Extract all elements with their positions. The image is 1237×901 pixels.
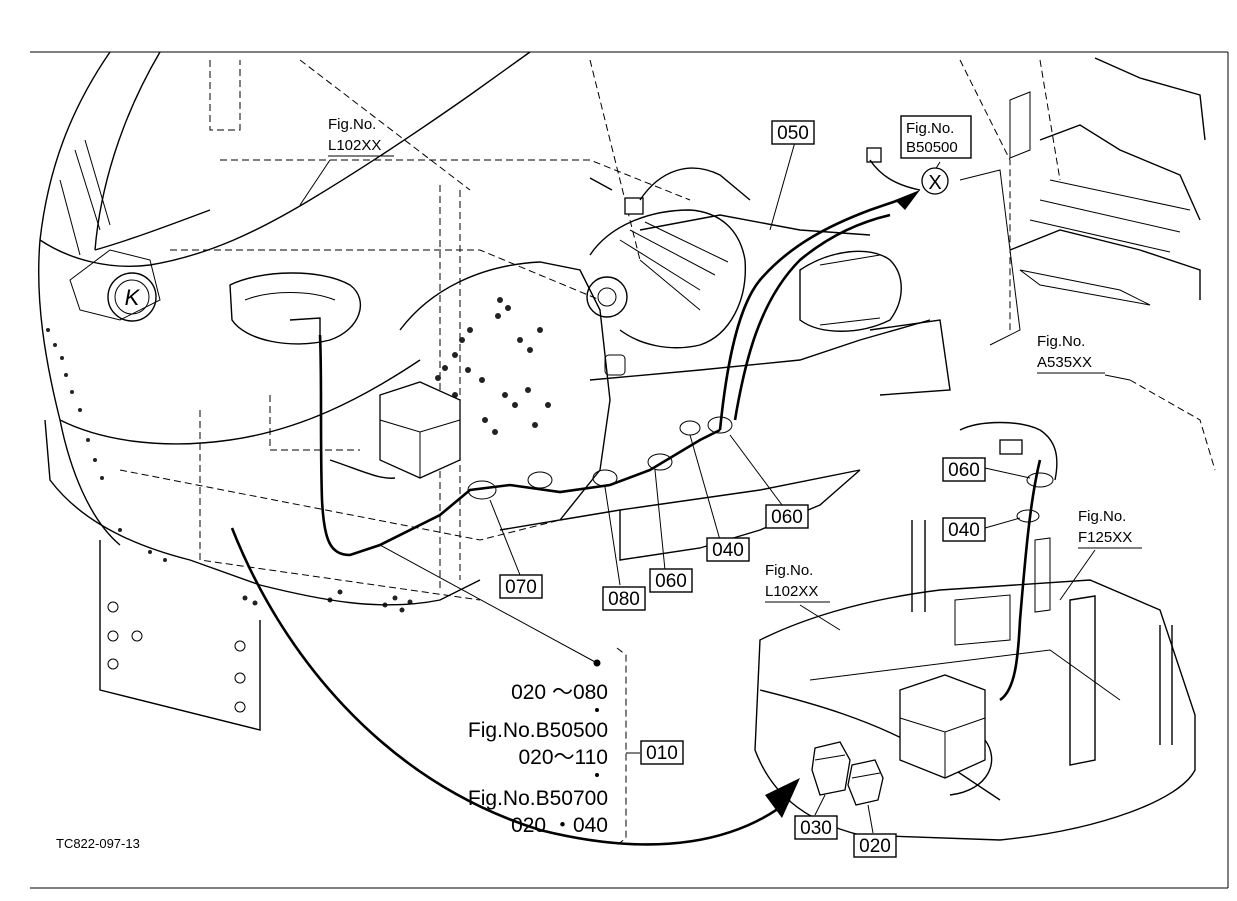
brand-logo [107,272,157,322]
svg-text:040: 040 [712,540,744,561]
svg-text:L102XX: L102XX [765,583,818,600]
svg-text:020 ～080: 020 ～080 [511,681,608,704]
callout-040-mid[interactable]: 040 [706,537,750,562]
engine-illustration [399,147,1021,561]
kit-note: 020 ～080 Fig.No.B50500 020～110 Fig.No.B5… [468,647,640,846]
svg-text:Fig.No.B50700: Fig.No.B50700 [468,787,608,810]
diagram-id: TC822-097-13 [56,836,140,851]
svg-text:020 ・040: 020 ・040 [511,814,608,837]
callout-020[interactable]: 020 [853,833,897,858]
svg-text:F125XX: F125XX [1078,529,1132,546]
svg-text:030: 030 [800,818,832,839]
wiring-harness [289,159,921,557]
callout-060-mid[interactable]: 060 [649,568,693,593]
svg-text:020～110: 020～110 [518,746,608,769]
svg-text:A535XX: A535XX [1037,354,1092,371]
svg-text:020: 020 [859,836,891,857]
detail-arrow-head [765,778,800,818]
callout-040-inset[interactable]: 040 [942,517,986,542]
callout-060-inset[interactable]: 060 [942,457,986,482]
leader-lines [299,141,1131,834]
svg-text:Fig.No.: Fig.No. [906,120,954,137]
fig-ref-b50500: Fig.No. B50500 [900,115,972,159]
callout-070[interactable]: 070 [499,574,543,599]
inset-detail [754,421,1196,841]
svg-text:070: 070 [505,577,537,598]
fig-ref-f125: Fig.No. F125XX [1078,508,1142,549]
fig-ref-a535: Fig.No. A535XX [1037,333,1105,374]
cab-illustration [959,57,1216,471]
callout-080[interactable]: 080 [602,586,646,611]
svg-text:060: 060 [771,507,803,528]
fig-ref-l102-bottom: Fig.No. L102XX [765,562,830,603]
svg-text:X: X [928,172,941,194]
callout-050[interactable]: 050 [771,120,815,145]
harness-direction-arrow [895,190,920,210]
svg-text:Fig.No.: Fig.No. [328,116,376,133]
svg-text:B50500: B50500 [906,139,958,156]
detail-arrow [230,527,791,846]
svg-text:Fig.No.: Fig.No. [765,562,813,579]
callout-030[interactable]: 030 [794,815,838,840]
svg-text:L102XX: L102XX [328,137,381,154]
tractor-hood-illustration: K [38,51,691,731]
svg-text:050: 050 [777,123,809,144]
fig-ref-l102-top: Fig.No. L102XX [328,116,394,157]
svg-text:080: 080 [608,589,640,610]
marker-x: X [921,167,949,195]
svg-text:060: 060 [655,571,687,592]
logo-letter: K [125,285,141,310]
svg-text:010: 010 [646,743,678,764]
alternator-pulley [586,276,628,318]
callout-060-right[interactable]: 060 [765,504,809,529]
svg-text:Fig.No.: Fig.No. [1037,333,1085,350]
svg-text:Fig.No.: Fig.No. [1078,508,1126,525]
callout-010[interactable]: 010 [640,740,684,765]
svg-text:060: 060 [948,460,980,481]
battery-main [379,381,461,479]
svg-text:040: 040 [948,520,980,541]
svg-text:Fig.No.B50500: Fig.No.B50500 [468,719,608,742]
